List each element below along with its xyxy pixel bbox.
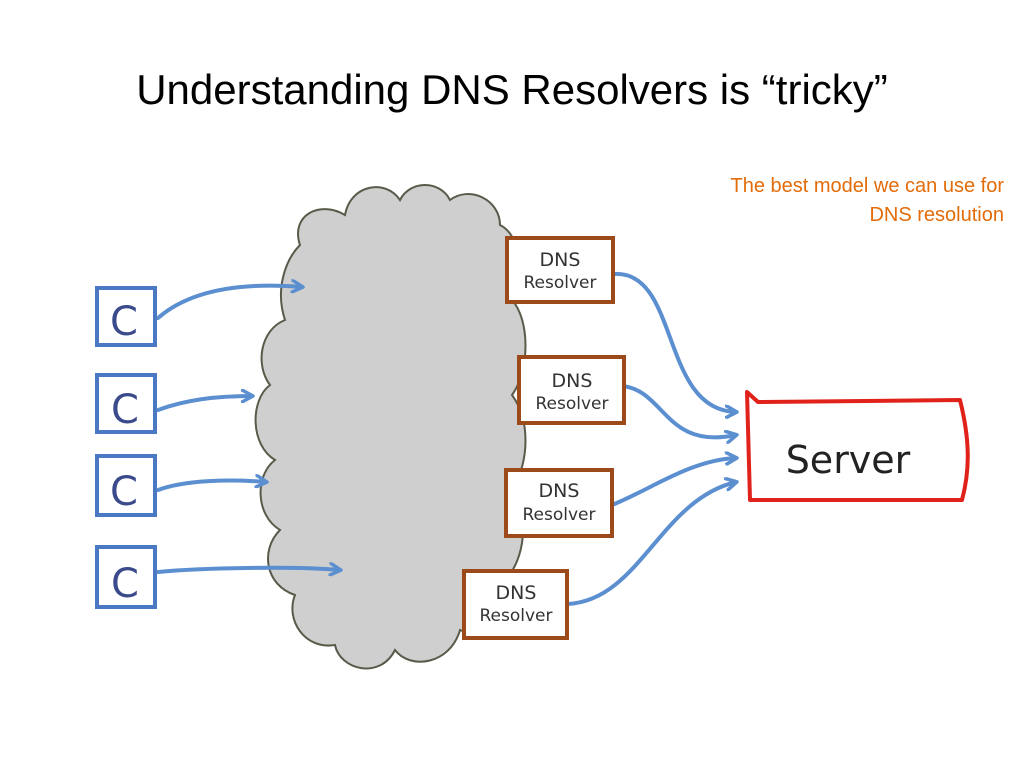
resolver-label-dns: DNS [540,249,581,271]
resolver-label-dns: DNS [552,370,593,392]
annotation-note: The best model we can use for DNS resolu… [604,172,1004,230]
resolver-label-resolver: Resolver [524,273,597,293]
client-box-1: C [95,286,157,347]
arrow-client-4 [156,568,340,572]
resolver-label-resolver: Resolver [480,606,553,626]
note-line-1: The best model we can use for [730,175,1004,197]
server-label: Server [786,438,911,482]
client-label: C [111,561,139,607]
client-label: C [110,299,138,345]
client-arrows [156,286,340,572]
arrow-client-3 [156,481,266,492]
client-box-4: C [95,545,157,609]
client-box-2: C [95,373,157,434]
resolver-label-resolver: Resolver [536,394,609,414]
server-box: Server [745,390,970,502]
resolver-label-resolver: Resolver [523,505,596,525]
note-line-2: DNS resolution [869,204,1004,226]
dns-resolver-4: DNS Resolver [462,569,569,640]
arrow-client-2 [156,396,252,412]
dns-resolver-1: DNS Resolver [505,236,615,304]
slide-title: Understanding DNS Resolvers is “tricky” [136,66,888,113]
dns-resolver-2: DNS Resolver [517,355,626,425]
client-label: C [110,469,138,515]
resolver-arrows [566,271,736,606]
arrow-client-1 [156,286,302,320]
arrow-resolver-2 [620,384,736,437]
resolver-label-dns: DNS [496,582,537,604]
client-label: C [111,387,139,433]
dns-resolver-3: DNS Resolver [504,468,614,538]
arrow-resolver-3 [610,458,736,507]
arrow-resolver-4 [566,482,736,606]
arrow-resolver-1 [612,271,736,412]
resolver-label-dns: DNS [539,480,580,502]
client-box-3: C [95,454,157,517]
